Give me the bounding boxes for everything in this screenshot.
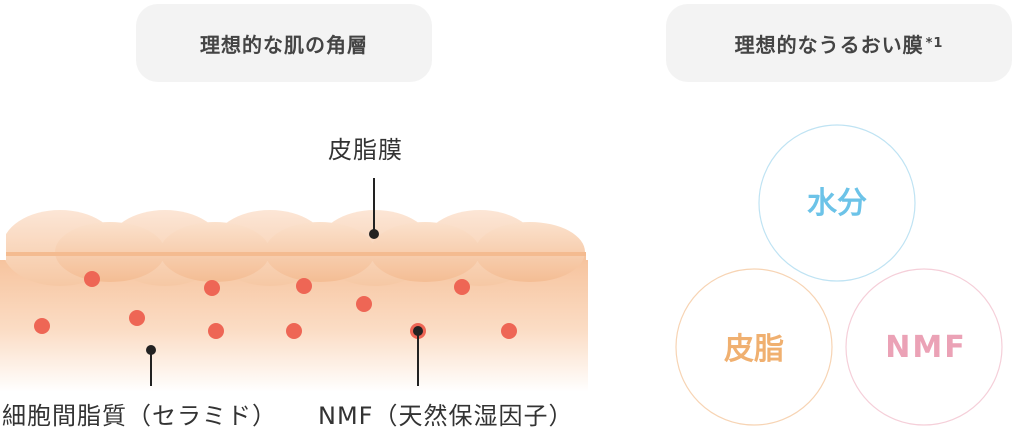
nmf-dot bbox=[204, 280, 220, 296]
nmf-dot bbox=[34, 318, 50, 334]
circle-sebum-label: 皮脂 bbox=[724, 332, 784, 367]
heading-ideal-moisture-film: 理想的なうるおい膜*1 bbox=[666, 4, 1012, 82]
nmf-dot bbox=[84, 271, 100, 287]
nmf-dot bbox=[356, 296, 372, 312]
circle-nmf-label: NMF bbox=[885, 330, 966, 365]
circle-sebum bbox=[675, 268, 833, 426]
label-nmf: NMF（天然保湿因子） bbox=[318, 402, 574, 430]
heading-right-text: 理想的なうるおい膜 bbox=[734, 32, 924, 57]
heading-ideal-stratum-corneum: 理想的な肌の角層 bbox=[136, 4, 432, 82]
nmf-dots bbox=[34, 271, 517, 339]
leader-sebum bbox=[369, 178, 379, 239]
nmf-dot bbox=[286, 323, 302, 339]
leader-ceramide bbox=[146, 345, 156, 386]
nmf-dot bbox=[296, 278, 312, 294]
circle-water-label: 水分 bbox=[807, 186, 867, 221]
nmf-dot bbox=[454, 279, 470, 295]
circle-nmf bbox=[845, 268, 1003, 426]
leader-nmf bbox=[413, 326, 423, 386]
heading-left-text: 理想的な肌の角層 bbox=[200, 32, 368, 57]
circle-water bbox=[758, 124, 916, 282]
label-intercellular-lipids: 細胞間脂質（セラミド） bbox=[2, 402, 277, 430]
nmf-dot bbox=[501, 323, 517, 339]
footnote-marker: *1 bbox=[925, 35, 944, 51]
moisture-film-venn: 水分 皮脂 NMF bbox=[675, 124, 1003, 426]
nmf-dot bbox=[208, 323, 224, 339]
nmf-dot bbox=[129, 310, 145, 326]
label-sebum-film: 皮脂膜 bbox=[328, 136, 403, 164]
